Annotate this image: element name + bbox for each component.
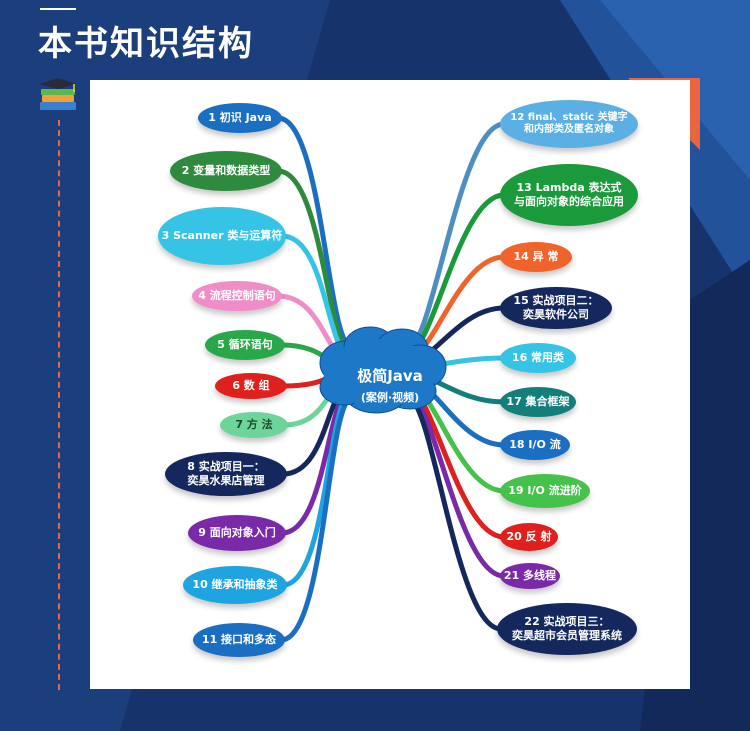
topic-left-10: 10 继承和抽象类 <box>183 566 287 604</box>
topic-left-2: 2 变量和数据类型 <box>170 151 282 191</box>
connector-left-1 <box>275 115 355 351</box>
topic-right-11: 22 实战项目三： 奕昊超市会员管理系统 <box>497 603 637 655</box>
topic-left-8: 8 实战项目一： 奕昊水果店管理 <box>165 452 287 496</box>
center-cloud-shape <box>319 326 447 414</box>
topic-right-9: 20 反 射 <box>500 523 558 551</box>
topic-right-4: 15 实战项目二： 奕昊软件公司 <box>500 287 612 329</box>
topic-right-6: 17 集合框架 <box>500 387 576 417</box>
topic-left-1: 1 初识 Java <box>198 103 282 133</box>
title-decoration <box>40 8 76 10</box>
decorative-dashed-line <box>58 120 60 690</box>
mind-map-connectors <box>275 115 507 643</box>
connector-left-11 <box>278 395 355 643</box>
book-stack-icon <box>40 78 76 110</box>
topic-left-6: 6 数 组 <box>215 373 287 399</box>
topic-right-10: 21 多线程 <box>500 563 560 589</box>
topic-left-9: 9 面向对象入门 <box>188 515 286 551</box>
topic-left-3: 3 Scanner 类与运算符 <box>158 207 286 265</box>
topic-right-8: 19 I/O 流进阶 <box>500 474 590 508</box>
center-subtitle: (案例·视频) <box>360 391 420 404</box>
center-title: 极简Java <box>357 367 423 385</box>
topic-right-5: 16 常用类 <box>500 343 576 373</box>
page-title: 本书知识结构 <box>38 24 254 64</box>
topic-left-4: 4 流程控制语句 <box>192 281 282 311</box>
topic-left-7: 7 方 法 <box>220 412 288 438</box>
connector-right-12 <box>405 121 507 351</box>
center-topic: 极简Java (案例·视频) <box>320 358 460 412</box>
topic-right-7: 18 I/O 流 <box>500 430 570 460</box>
topic-right-3: 14 异 常 <box>500 242 572 272</box>
topic-right-2: 13 Lambda 表达式 与面向对象的综合应用 <box>500 164 638 226</box>
topic-left-11: 11 接口和多态 <box>193 623 285 657</box>
connector-right-22 <box>405 395 504 632</box>
topic-left-5: 5 循环语句 <box>205 330 285 360</box>
topic-right-1: 12 final、static 关键字 和内部类及匿名对象 <box>500 100 638 148</box>
